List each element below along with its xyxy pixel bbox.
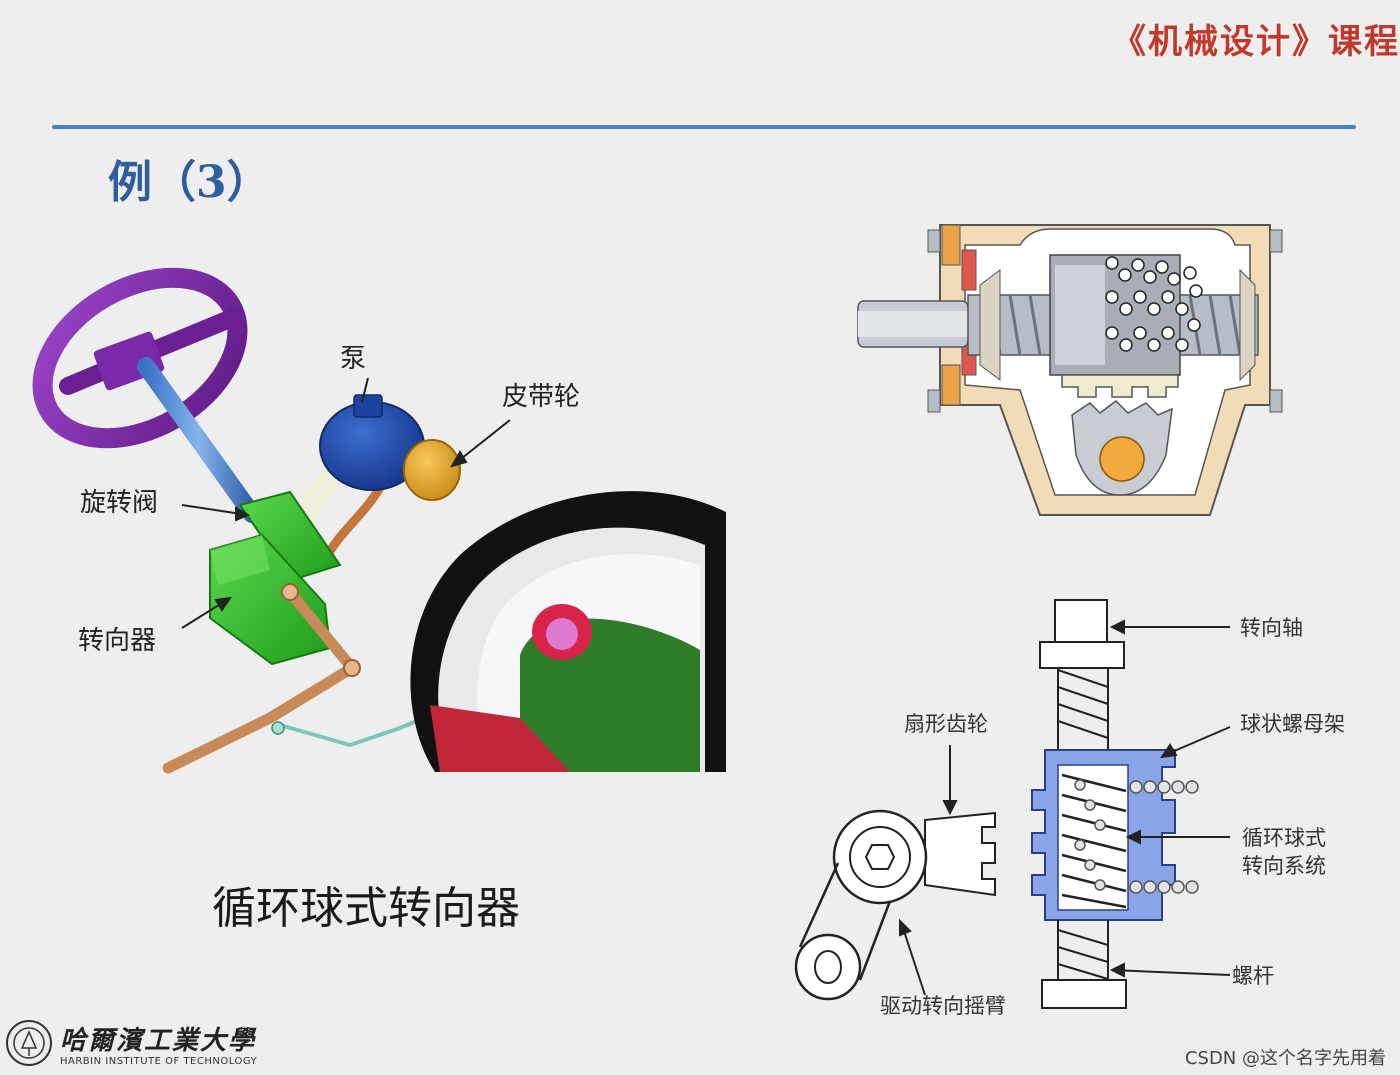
watermark: CSDN @这个名字先用着: [1185, 1044, 1386, 1070]
label-rotary-valve: 旋转阀: [80, 482, 158, 519]
university-seal-icon: [4, 1018, 54, 1068]
label-pulley: 皮带轮: [502, 376, 580, 413]
gearbox-cross-section: [850, 215, 1290, 535]
steering-system-illustration: [0, 0, 760, 800]
label-system-line1: 循环球式: [1242, 822, 1326, 852]
course-title: 《机械设计》课程: [1112, 14, 1400, 63]
label-pitman-arm: 驱动转向摇臂: [880, 990, 1006, 1020]
university-name-en: HARBIN INSTITUTE OF TECHNOLOGY: [60, 1056, 257, 1067]
tire-and-wheel: [410, 491, 726, 772]
label-steering-shaft: 转向轴: [1240, 612, 1303, 642]
ball-screw-schematic: [790, 595, 1210, 1015]
label-ball-nut-frame: 球状螺母架: [1240, 708, 1345, 738]
steering-shaft: [146, 366, 252, 514]
label-screw: 螺杆: [1232, 960, 1274, 990]
pump: [320, 395, 460, 500]
figure-caption: 循环球式转向器: [212, 872, 520, 936]
label-system-line2: 转向系统: [1242, 850, 1326, 880]
label-sector-gear: 扇形齿轮: [904, 708, 988, 738]
steering-wheel: [14, 245, 266, 471]
label-pump: 泵: [340, 338, 366, 375]
university-name: 哈爾濱工業大學: [60, 1020, 256, 1057]
label-steering-gear: 转向器: [78, 620, 156, 657]
